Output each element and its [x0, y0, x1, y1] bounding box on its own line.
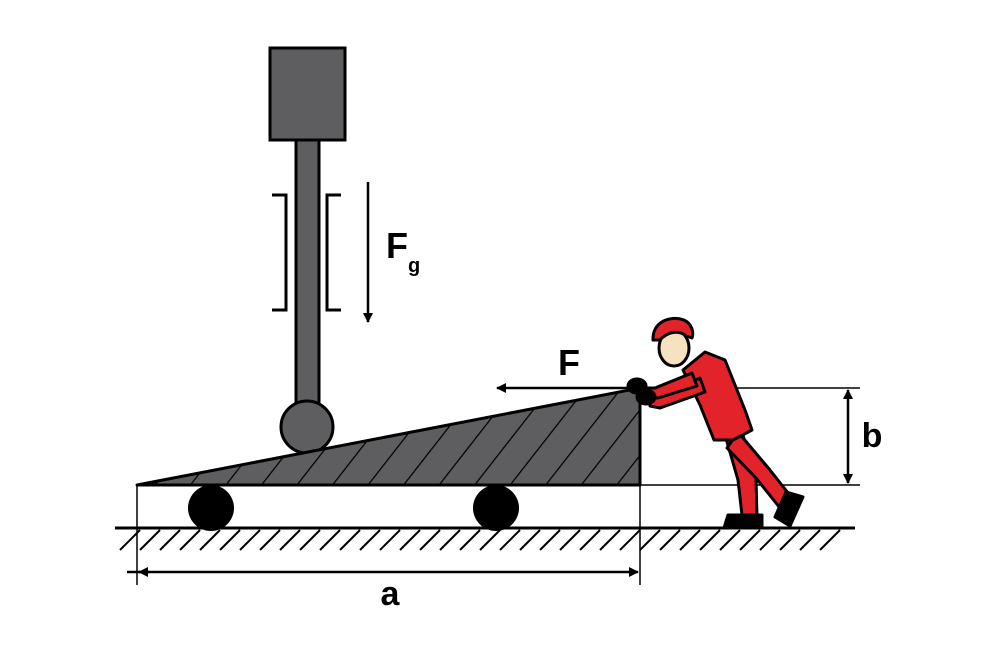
- ground-hatch-stroke: [759, 529, 781, 551]
- rod-guides: [272, 193, 341, 312]
- right-guide-bracket: [325, 193, 341, 312]
- right-wheel: [473, 485, 519, 531]
- ground-hatch-stroke: [799, 529, 821, 551]
- ground-hatch-stroke: [139, 529, 161, 551]
- wedge: [135, 386, 642, 487]
- dimension-a-label: a: [381, 575, 401, 613]
- left-guide-bracket: [272, 193, 288, 312]
- ground-hatch-stroke: [299, 529, 321, 551]
- ground-hatch-stroke: [619, 529, 641, 551]
- ground-hatch-stroke: [359, 529, 381, 551]
- ground-hatch-stroke: [259, 529, 281, 551]
- ground-hatch-stroke: [399, 529, 421, 551]
- ground-hatch-stroke: [199, 529, 221, 551]
- plunger-rod: [294, 138, 321, 407]
- ground-hatch-stroke: [639, 529, 661, 551]
- dimension-b-label: b: [862, 417, 883, 455]
- ground-hatch-stroke: [419, 529, 441, 551]
- ground-hatch-stroke: [339, 529, 361, 551]
- ground-hatch-stroke: [559, 529, 581, 551]
- ground-hatch-stroke: [659, 529, 681, 551]
- ground-hatch-stroke: [819, 529, 841, 551]
- ground-hatch-stroke: [179, 529, 201, 551]
- ground-hatch-stroke: [599, 529, 621, 551]
- ground-hatch-stroke: [459, 529, 481, 551]
- gravity-force-label: F: [386, 225, 408, 266]
- push-force-label: F: [558, 342, 580, 383]
- ground-hatch-stroke: [479, 529, 501, 551]
- plunger-weight: [268, 46, 347, 142]
- ground-hatch-stroke: [159, 529, 181, 551]
- ground-hatch-stroke: [699, 529, 721, 551]
- ground-hatch-stroke: [219, 529, 241, 551]
- ground-hatch-stroke: [379, 529, 401, 551]
- gravity-force-subscript: g: [408, 255, 420, 277]
- ground-hatch-stroke: [519, 529, 541, 551]
- ground-hatch-stroke: [739, 529, 761, 551]
- ground-hatch-stroke: [719, 529, 741, 551]
- ground-hatch-stroke: [279, 529, 301, 551]
- ground-hatch-stroke: [779, 529, 801, 551]
- ground-hatch-stroke: [319, 529, 341, 551]
- ground-hatch-stroke: [679, 529, 701, 551]
- left-wheel: [188, 485, 234, 531]
- worker-pushing-icon: [626, 316, 805, 530]
- ground-hatch-stroke: [439, 529, 461, 551]
- ground-hatch-stroke: [499, 529, 521, 551]
- plunger-roller: [279, 399, 335, 455]
- plunger: [268, 46, 347, 455]
- ground-hatch-stroke: [579, 529, 601, 551]
- ground-hatch-stroke: [239, 529, 261, 551]
- ground-hatch-stroke: [539, 529, 561, 551]
- ground: [115, 526, 855, 551]
